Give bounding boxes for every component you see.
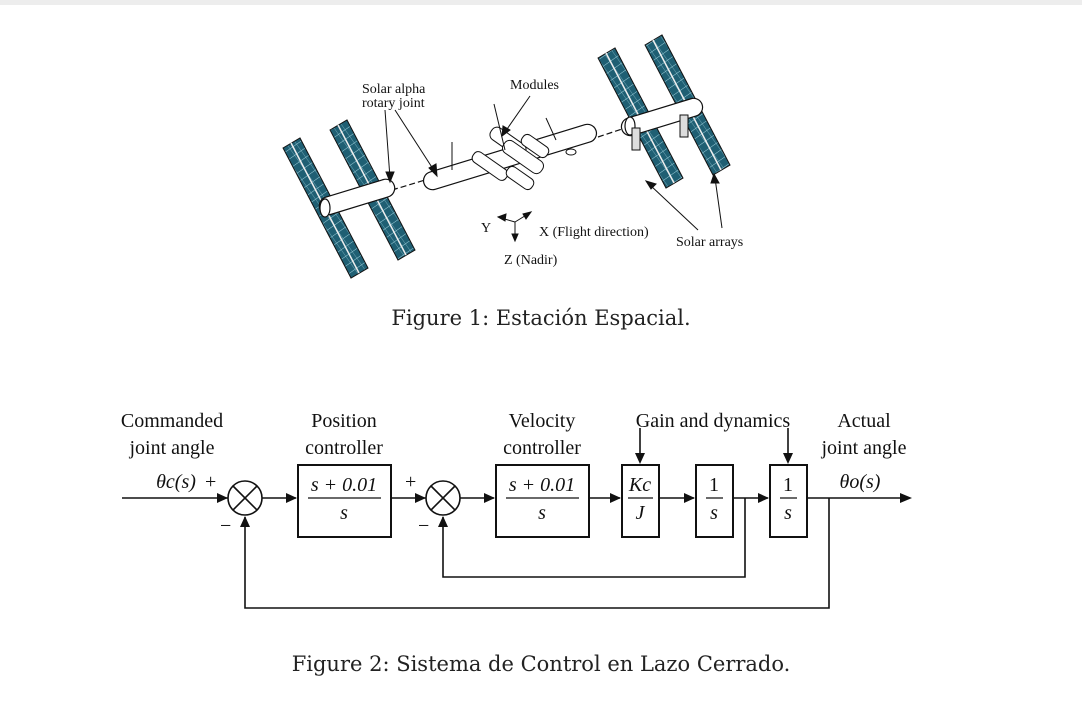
figure-2-caption: Figure 2: Sistema de Control en Lazo Cer… (291, 652, 791, 676)
label-actual-joint-angle: joint angle (821, 437, 907, 459)
label-input-signal: θc(s) (156, 471, 196, 493)
label-position-controller: controller (305, 437, 383, 459)
label-actual: Actual (837, 410, 891, 432)
top-edge (0, 0, 1082, 5)
sign-minus-2: − (418, 515, 429, 537)
label-velocity: Velocity (509, 410, 576, 432)
space-station-figure: Solar alpha rotary joint Modules Y X (Fl… (282, 34, 743, 279)
label-output-signal: θo(s) (840, 471, 881, 493)
annotation-arrows (384, 95, 723, 231)
label-velocity-controller: controller (503, 437, 581, 459)
position-controller-block (297, 464, 392, 538)
sign-plus-1: + (205, 471, 216, 493)
label-commanded: Commanded (121, 410, 223, 432)
integrator-block-1 (695, 464, 734, 538)
label-modules: Modules (510, 78, 559, 93)
position-numerator: s + 0.01 (311, 474, 377, 496)
integrator-block-2 (769, 464, 808, 538)
label-axis-x: X (Flight direction) (539, 225, 649, 240)
label-commanded-joint-angle: joint angle (129, 437, 215, 459)
position-denominator: s (340, 502, 348, 524)
velocity-numerator: s + 0.01 (509, 474, 575, 496)
label-axis-y: Y (481, 221, 491, 236)
axis-triad (496, 211, 533, 243)
gain-denominator: J (636, 502, 646, 524)
label-position: Position (311, 410, 377, 432)
arrowheads (217, 453, 912, 527)
label-solar-arrays: Solar arrays (676, 235, 743, 250)
label-solar-alpha: Solar alpha (362, 82, 426, 97)
sign-minus-1: − (220, 515, 231, 537)
gain-block (621, 464, 660, 538)
station-modules (451, 103, 689, 191)
figure-1-caption: Figure 1: Estación Espacial. (391, 306, 691, 330)
outer-feedback-loop (244, 498, 830, 609)
label-rotary-joint: rotary joint (362, 96, 425, 111)
integrator-2-denominator: s (784, 502, 792, 524)
label-axis-z: Z (Nadir) (504, 253, 558, 268)
integrator-1-denominator: s (710, 502, 718, 524)
velocity-denominator: s (538, 502, 546, 524)
label-gain-and-dynamics: Gain and dynamics (636, 410, 791, 432)
integrator-2-numerator: 1 (783, 474, 793, 496)
control-block-diagram: Commanded joint angle θc(s) + − Position… (121, 410, 912, 609)
inner-feedback-loop (442, 498, 746, 578)
sign-plus-2: + (405, 471, 416, 493)
velocity-controller-block (495, 464, 590, 538)
integrator-1-numerator: 1 (709, 474, 719, 496)
gain-numerator: Kc (628, 474, 651, 496)
